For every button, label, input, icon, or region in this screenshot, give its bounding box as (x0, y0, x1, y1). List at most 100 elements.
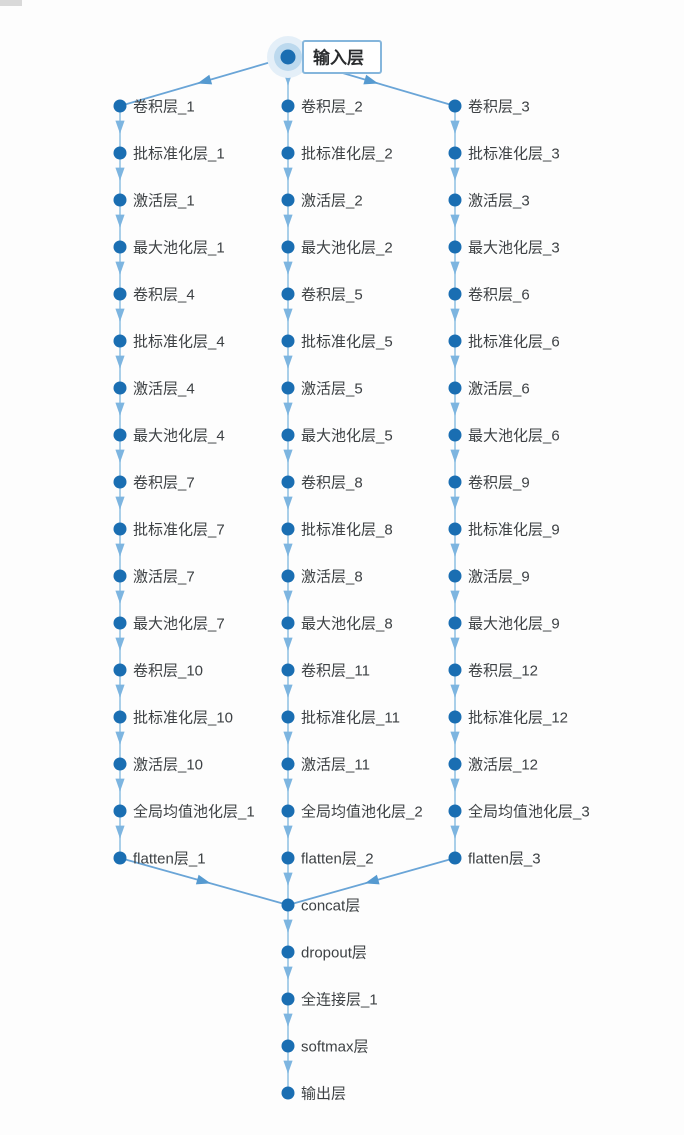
node-conv3[interactable] (448, 99, 462, 113)
arrowhead-bn8-act8 (283, 543, 293, 557)
node-act12[interactable] (448, 757, 462, 771)
arrowhead-flat1-concat (195, 874, 211, 885)
node-mp5[interactable] (281, 428, 295, 442)
node-mp3[interactable] (448, 240, 462, 254)
node-conv2[interactable] (281, 99, 295, 113)
arrowhead-act7-mp7 (115, 590, 125, 604)
node-act8[interactable] (281, 569, 295, 583)
node-conv8[interactable] (281, 475, 295, 489)
node-flat3[interactable] (448, 851, 462, 865)
node-label-mp1: 最大池化层_1 (133, 240, 225, 257)
arrowhead-conv10-bn10 (115, 684, 125, 698)
node-bn8[interactable] (281, 522, 295, 536)
node-label-conv8: 卷积层_8 (301, 475, 363, 492)
node-bn6[interactable] (448, 334, 462, 348)
arrowhead-gap1-flat1 (115, 825, 125, 839)
node-flat1[interactable] (113, 851, 127, 865)
node-bn2[interactable] (281, 146, 295, 160)
node-input[interactable] (280, 49, 296, 65)
node-flat2[interactable] (281, 851, 295, 865)
node-act3[interactable] (448, 193, 462, 207)
node-gap3[interactable] (448, 804, 462, 818)
node-conv12[interactable] (448, 663, 462, 677)
arrowhead-act6-mp6 (450, 402, 460, 416)
node-act11[interactable] (281, 757, 295, 771)
node-act2[interactable] (281, 193, 295, 207)
node-label-mp8: 最大池化层_8 (301, 616, 393, 633)
arrowhead-conv4-bn4 (115, 308, 125, 322)
arrowhead-bn10-act10 (115, 731, 125, 745)
node-label-act4: 激活层_4 (133, 381, 195, 398)
arrowhead-input-conv1 (197, 74, 213, 85)
node-mp6[interactable] (448, 428, 462, 442)
arrowhead-bn12-act12 (450, 731, 460, 745)
node-mp7[interactable] (113, 616, 127, 630)
node-label-gap2: 全局均值池化层_2 (301, 803, 423, 821)
arrowhead-fc1-softmax (283, 1013, 293, 1027)
node-label-conv12: 卷积层_12 (468, 663, 538, 680)
arrowhead-mp9-conv12 (450, 637, 460, 651)
node-label-mp2: 最大池化层_2 (301, 240, 393, 257)
node-bn12[interactable] (448, 710, 462, 724)
arrowhead-mp4-conv7 (115, 449, 125, 463)
node-fc1[interactable] (281, 992, 295, 1006)
node-label-mp9: 最大池化层_9 (468, 616, 560, 633)
node-mp2[interactable] (281, 240, 295, 254)
arrowhead-conv9-bn9 (450, 496, 460, 510)
node-act9[interactable] (448, 569, 462, 583)
node-mp8[interactable] (281, 616, 295, 630)
node-conv4[interactable] (113, 287, 127, 301)
node-act1[interactable] (113, 193, 127, 207)
node-act4[interactable] (113, 381, 127, 395)
node-softmax[interactable] (281, 1039, 295, 1053)
node-label-act2: 激活层_2 (301, 193, 363, 210)
node-conv1[interactable] (113, 99, 127, 113)
node-conv11[interactable] (281, 663, 295, 677)
node-gap2[interactable] (281, 804, 295, 818)
node-conv7[interactable] (113, 475, 127, 489)
node-conv9[interactable] (448, 475, 462, 489)
node-mp9[interactable] (448, 616, 462, 630)
label-layer: 输入层卷积层_1批标准化层_1激活层_1最大池化层_1卷积层_4批标准化层_4激… (133, 40, 590, 1103)
node-label-bn2: 批标准化层_2 (301, 146, 393, 163)
node-act5[interactable] (281, 381, 295, 395)
node-label-gap1: 全局均值池化层_1 (133, 803, 255, 821)
node-act10[interactable] (113, 757, 127, 771)
arrowhead-mp5-conv8 (283, 449, 293, 463)
node-label-mp4: 最大池化层_4 (133, 428, 225, 445)
node-bn3[interactable] (448, 146, 462, 160)
node-label-act12: 激活层_12 (468, 757, 538, 774)
node-label-softmax: softmax层 (301, 1039, 369, 1056)
node-output[interactable] (281, 1086, 295, 1100)
node-act6[interactable] (448, 381, 462, 395)
node-bn10[interactable] (113, 710, 127, 724)
node-mp4[interactable] (113, 428, 127, 442)
node-bn9[interactable] (448, 522, 462, 536)
node-bn7[interactable] (113, 522, 127, 536)
node-bn4[interactable] (113, 334, 127, 348)
arrowhead-act9-mp9 (450, 590, 460, 604)
node-bn11[interactable] (281, 710, 295, 724)
node-label-conv1: 卷积层_1 (133, 99, 195, 116)
node-mp1[interactable] (113, 240, 127, 254)
node-label-conv5: 卷积层_5 (301, 287, 363, 304)
node-label-bn1: 批标准化层_1 (133, 146, 225, 163)
node-conv6[interactable] (448, 287, 462, 301)
node-gap1[interactable] (113, 804, 127, 818)
node-concat[interactable] (281, 898, 295, 912)
node-conv5[interactable] (281, 287, 295, 301)
node-conv10[interactable] (113, 663, 127, 677)
node-bn1[interactable] (113, 146, 127, 160)
arrowhead-gap2-flat2 (283, 825, 293, 839)
node-label-bn11: 批标准化层_11 (301, 710, 400, 727)
node-label-bn7: 批标准化层_7 (133, 522, 225, 539)
arrowhead-conv1-bn1 (115, 120, 125, 134)
arrowhead-conv8-bn8 (283, 496, 293, 510)
node-label-input: 输入层 (313, 48, 364, 68)
node-label-concat: concat层 (301, 898, 360, 915)
node-bn5[interactable] (281, 334, 295, 348)
node-label-bn4: 批标准化层_4 (133, 334, 225, 351)
node-dropout[interactable] (281, 945, 295, 959)
node-act7[interactable] (113, 569, 127, 583)
node-label-flat1: flatten层_1 (133, 851, 206, 868)
